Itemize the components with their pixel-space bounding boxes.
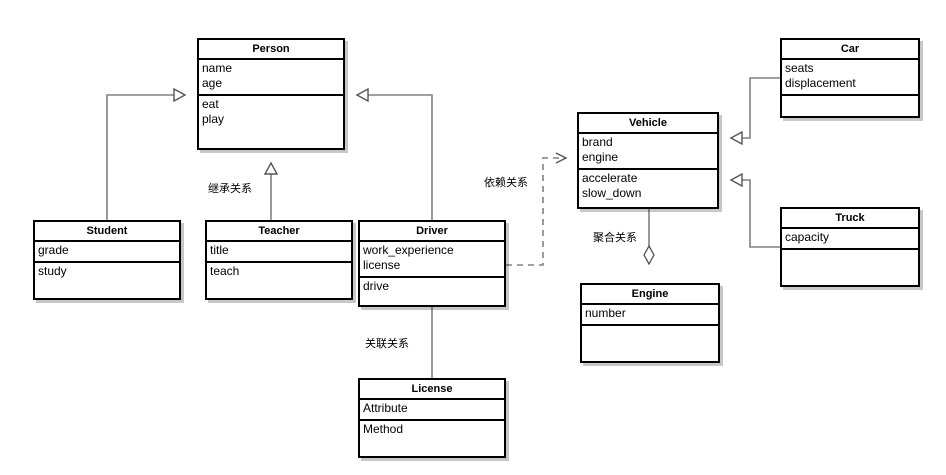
uml-class-name-student: Student (35, 222, 179, 242)
edge-truck-vehicle-generalization (731, 180, 780, 248)
edge-label-aggregation: 聚合关系 (593, 231, 637, 244)
uml-attribute-row: name (202, 61, 233, 75)
edge-label-association: 关联关系 (365, 337, 409, 350)
uml-attribute-row: Attribute (363, 401, 408, 415)
uml-attribute-row: title (210, 243, 229, 257)
uml-operations-engine (582, 326, 718, 361)
uml-attribute-row: age (202, 76, 223, 90)
uml-operations-license: Method (360, 421, 504, 456)
uml-class-name-license: License (360, 380, 504, 400)
uml-operation-row: accelerate (582, 171, 638, 185)
uml-class-name-teacher: Teacher (207, 222, 351, 242)
uml-class-name-person: Person (199, 40, 343, 60)
uml-attribute-row: grade (38, 243, 69, 257)
uml-operation-row: slow_down (582, 186, 642, 200)
uml-attribute-row: license (363, 258, 401, 272)
edge-driver-vehicle-dependency (506, 152, 568, 266)
edge-label-inheritance: 继承关系 (208, 182, 252, 195)
uml-class-name-car: Car (782, 40, 918, 60)
edge-student-person-generalization (106, 95, 185, 220)
uml-attributes-license: Attribute (360, 400, 504, 421)
uml-attribute-row: displacement (785, 76, 856, 90)
uml-operation-row: teach (210, 264, 240, 278)
uml-operation-row: eat (202, 97, 219, 111)
uml-class-name-engine: Engine (582, 285, 718, 305)
edge-driver-person-generalization (357, 95, 433, 220)
uml-attribute-row: work_experience (363, 243, 454, 257)
uml-class-name-vehicle: Vehicle (579, 114, 717, 134)
edge-label-dependency: 依赖关系 (484, 176, 528, 189)
uml-attributes-student: grade (35, 242, 179, 263)
uml-attribute-row: capacity (785, 230, 830, 244)
uml-attributes-teacher: title (207, 242, 351, 263)
uml-attribute-row: brand (582, 135, 613, 149)
uml-operation-row: play (202, 112, 225, 126)
uml-operation-row: study (38, 264, 67, 278)
uml-attribute-row: seats (785, 61, 814, 75)
uml-attribute-row: engine (582, 150, 619, 164)
uml-class-name-truck: Truck (782, 209, 918, 229)
uml-operations-car (782, 96, 918, 116)
uml-attribute-row: number (585, 306, 626, 320)
uml-class-name-driver: Driver (360, 222, 504, 242)
edge-car-vehicle-generalization (731, 77, 780, 138)
uml-operations-teacher: teach (207, 263, 351, 298)
uml-operation-row: drive (363, 279, 390, 293)
uml-operations-driver: drive (360, 278, 504, 305)
uml-attributes-truck: capacity (782, 229, 918, 250)
uml-operations-truck (782, 250, 918, 285)
uml-operation-row: Method (363, 422, 404, 436)
uml-attributes-engine: number (582, 305, 718, 326)
uml-operations-student: study (35, 263, 179, 298)
